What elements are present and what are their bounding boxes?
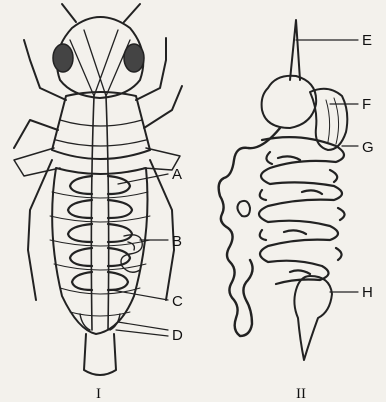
label-g: G [362, 139, 374, 156]
left-trunk [91, 96, 94, 330]
left-antenna [62, 4, 76, 22]
leader-c [112, 290, 168, 300]
abdomen-tip [84, 334, 116, 375]
structure-g [219, 128, 280, 336]
right-antenna [124, 4, 140, 22]
panel-label-1: I [96, 386, 101, 402]
coiled-tubules [68, 176, 132, 290]
left-middle-leg [14, 120, 58, 148]
left-hind-leg [28, 160, 52, 300]
leader-d [118, 322, 168, 330]
label-f: F [362, 96, 371, 113]
panel-label-2: II [296, 386, 306, 402]
left-wing [14, 148, 60, 176]
label-h: H [362, 284, 373, 301]
grasshopper-drawing [14, 4, 182, 375]
label-a: A [172, 166, 182, 183]
right-trunk [106, 96, 109, 330]
left-eye [53, 44, 73, 72]
right-hind-leg [150, 160, 174, 300]
coiled-mass [259, 137, 345, 284]
structure-h [294, 276, 332, 360]
label-c: C [172, 293, 183, 310]
leader-lines-panel-1 [112, 174, 168, 336]
crop [262, 76, 317, 128]
structure-e [290, 20, 300, 80]
alimentary-canal-drawing [219, 20, 348, 360]
leader-lines-panel-2 [296, 40, 358, 292]
label-b: B [172, 233, 182, 250]
label-e: E [362, 32, 372, 49]
abdomen [52, 168, 147, 334]
label-d: D [172, 327, 183, 344]
